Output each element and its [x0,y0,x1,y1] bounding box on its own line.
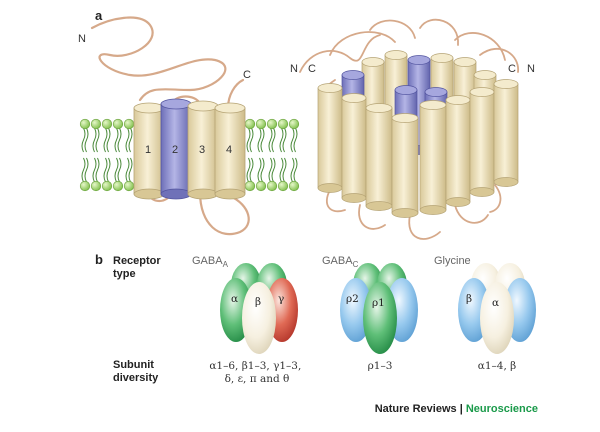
intracellular-loop [198,190,250,236]
glycine-receptor: Glycine β α α1–4, β [434,255,536,372]
gaba-a-gamma-label: γ [278,293,284,305]
gaba-a-receptor: GABAA α β γ α1–6, β1–3, γ1–3, δ, ε, π an… [192,255,304,385]
glycine-alpha-label: α [492,297,499,309]
pentamer-n-right-label: N [527,63,535,75]
helix-1 [133,102,165,200]
helix-label-1: 1 [145,144,151,156]
gaba-a-beta [242,282,276,354]
pentamer-n-left-label: N [290,63,298,75]
n-terminal-loop [90,16,227,102]
gaba-a-name: GABAA [192,255,229,269]
lipid-bilayer-right [244,118,300,192]
gaba-a-beta-label: β [255,296,261,308]
single-subunit-topology: 1 2 3 4 N C [78,16,300,236]
gaba-a-alpha-label: α [231,293,238,305]
helix-4 [214,102,246,200]
c-terminus-label: C [243,69,251,81]
pentamer-c-left-label: C [308,63,316,75]
helix-label-3: 3 [199,144,205,156]
gaba-c-name: GABAC [322,255,359,269]
helix-label-4: 4 [226,144,232,156]
glycine-name: Glycine [434,255,471,267]
journal-credit: Nature Reviews | Neuroscience [375,403,538,415]
gaba-a-diversity: α1–6, β1–3, γ1–3, δ, ε, π and θ [209,360,304,385]
lipid-bilayer-left [79,118,135,192]
gaba-c-receptor: GABAC ρ2 ρ1 ρ1–3 [322,255,418,372]
receptor-type-label: Receptor type [113,255,164,280]
pentamer-front-helices [317,79,519,218]
gaba-c-rho1-label: ρ1 [372,297,385,309]
glycine-alpha [480,282,514,354]
gaba-c-rho2-label: ρ2 [346,293,359,305]
helix-2 [160,98,192,200]
pentamer-assembly: N C C N [290,18,535,240]
helix-label-2: 2 [172,144,178,156]
gaba-c-rho1 [363,282,397,354]
n-terminus-label: N [78,33,86,45]
glycine-diversity: α1–4, β [478,360,516,372]
pentamer-c-right-label: C [508,63,516,75]
glycine-beta-label: β [466,293,472,305]
panel-b-label: b [95,252,103,267]
panel-a-label: a [95,8,103,23]
helix-3 [187,100,219,200]
gaba-c-diversity: ρ1–3 [368,360,393,372]
subunit-diversity-label: Subunit diversity [113,359,159,384]
